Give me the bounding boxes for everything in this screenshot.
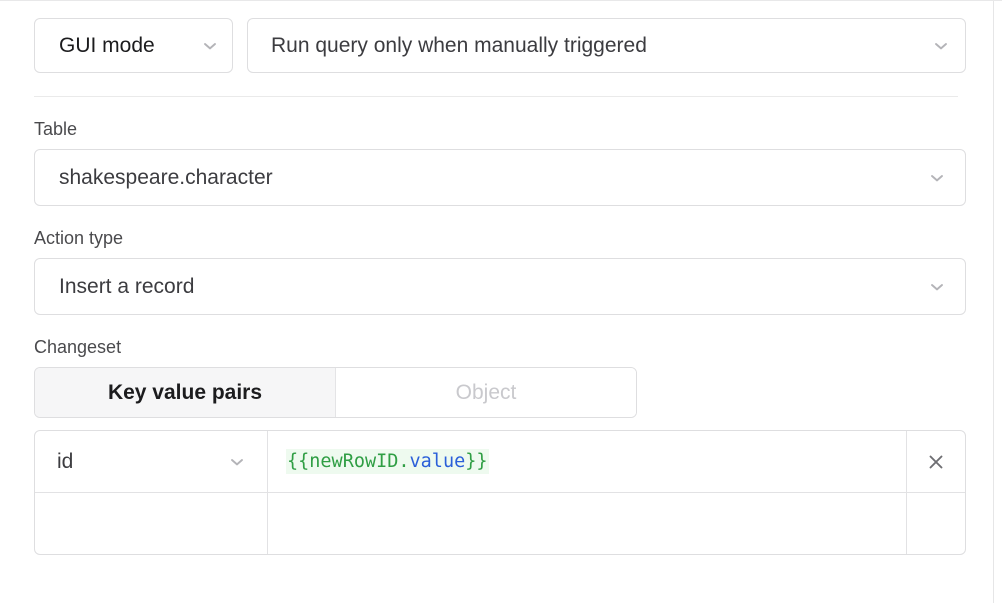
action-type-select[interactable]: Insert a record — [34, 258, 966, 315]
chevron-down-icon — [931, 174, 943, 181]
binding-token-open: {{newRowID. — [287, 451, 410, 472]
action-type-select-value: Insert a record — [59, 274, 195, 298]
chevron-down-icon — [931, 283, 943, 290]
binding-token-property: value — [409, 451, 466, 472]
action-type-field: Action type Insert a record — [34, 227, 1002, 315]
gui-mode-select[interactable]: GUI mode — [34, 18, 233, 73]
remove-row-button[interactable] — [906, 431, 965, 492]
mode-row: GUI mode Run query only when manually tr… — [34, 18, 1002, 73]
chevron-down-icon — [231, 458, 243, 465]
binding-expression: {{newRowID.value}} — [286, 449, 489, 474]
changeset-field: Changeset Key value pairs Object id {{ne… — [34, 336, 1002, 555]
changeset-rows: id {{newRowID.value}} — [34, 430, 966, 555]
changeset-key-select[interactable] — [35, 493, 268, 554]
tab-object[interactable]: Object — [335, 368, 636, 417]
gui-mode-label: GUI mode — [59, 33, 155, 57]
changeset-value-input[interactable]: {{newRowID.value}} — [268, 431, 906, 492]
tab-key-value-pairs[interactable]: Key value pairs — [35, 368, 335, 417]
table-row: id {{newRowID.value}} — [35, 431, 965, 493]
run-trigger-select[interactable]: Run query only when manually triggered — [247, 18, 966, 73]
table-field-label: Table — [34, 119, 78, 139]
editor-content: GUI mode Run query only when manually tr… — [0, 1, 1002, 555]
table-field: Table shakespeare.character — [34, 118, 1002, 206]
table-row — [35, 493, 965, 554]
changeset-label: Changeset — [34, 337, 122, 357]
close-icon — [929, 455, 943, 468]
remove-row-button[interactable] — [906, 493, 965, 554]
changeset-mode-tabs: Key value pairs Object — [34, 367, 637, 418]
changeset-key-select[interactable]: id — [35, 431, 268, 492]
action-type-field-label: Action type — [34, 228, 124, 248]
changeset-value-input[interactable] — [268, 493, 906, 554]
chevron-down-icon — [935, 42, 947, 49]
chevron-down-icon — [204, 42, 216, 49]
table-select[interactable]: shakespeare.character — [34, 149, 966, 206]
changeset-key-value: id — [57, 449, 74, 473]
run-trigger-label: Run query only when manually triggered — [271, 33, 647, 57]
table-select-value: shakespeare.character — [59, 165, 273, 189]
panel-right-border — [993, 1, 994, 603]
binding-token-close: }} — [465, 451, 488, 472]
section-divider — [34, 96, 958, 97]
